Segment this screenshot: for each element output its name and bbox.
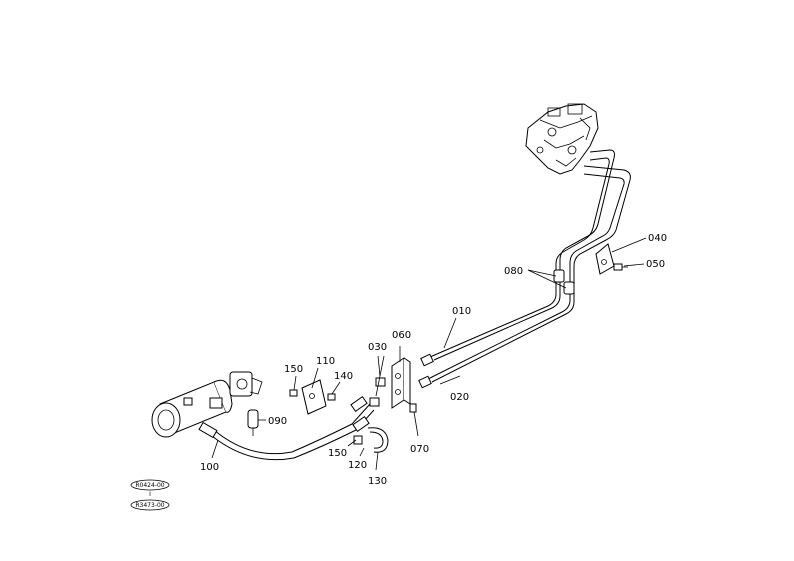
callout-100: 100 (200, 462, 219, 473)
callout-140: 140 (334, 371, 353, 382)
pipe-020 (427, 165, 631, 383)
serial-from: R0424-00 (135, 482, 164, 489)
bolt-070 (409, 403, 417, 413)
nut-120 (353, 435, 363, 445)
serial-to: R3473-00 (135, 502, 164, 509)
bolt-050 (613, 263, 628, 271)
callout-030: 030 (368, 342, 387, 353)
control-valve (525, 103, 599, 175)
fittings-030 (369, 377, 386, 407)
hose-130 (367, 427, 389, 453)
callout-070: 070 (410, 444, 429, 455)
pipe-clamps-080 (553, 269, 575, 295)
callout-060: 060 (392, 330, 411, 341)
callout-090: 090 (268, 416, 287, 427)
leader-lines (211, 237, 647, 471)
callout-120: 120 (348, 460, 367, 471)
callout-020: 020 (450, 392, 469, 403)
callout-150-upper: 150 (284, 364, 303, 375)
pipe-010 (429, 149, 615, 361)
hydraulic-cylinder (151, 371, 263, 438)
callout-110: 110 (316, 356, 335, 367)
callout-080: 080 (504, 266, 523, 277)
callout-130: 130 (368, 476, 387, 487)
bracket-040 (595, 243, 615, 275)
bracket-110 (301, 379, 327, 415)
bolt-140 (327, 393, 336, 401)
bolt-150-upper (289, 389, 298, 397)
serial-separator: I (149, 491, 151, 498)
pipe-end-fittings (418, 353, 434, 389)
hydraulic-hose (198, 396, 375, 461)
fitting-090 (247, 409, 259, 436)
callout-010: 010 (452, 306, 471, 317)
serial-range-marker: R0424-00 I R3473-00 (130, 479, 170, 511)
callout-040: 040 (648, 233, 667, 244)
callout-150-lower: 150 (328, 448, 347, 459)
bracket-060 (391, 357, 411, 409)
callout-050: 050 (646, 259, 665, 270)
